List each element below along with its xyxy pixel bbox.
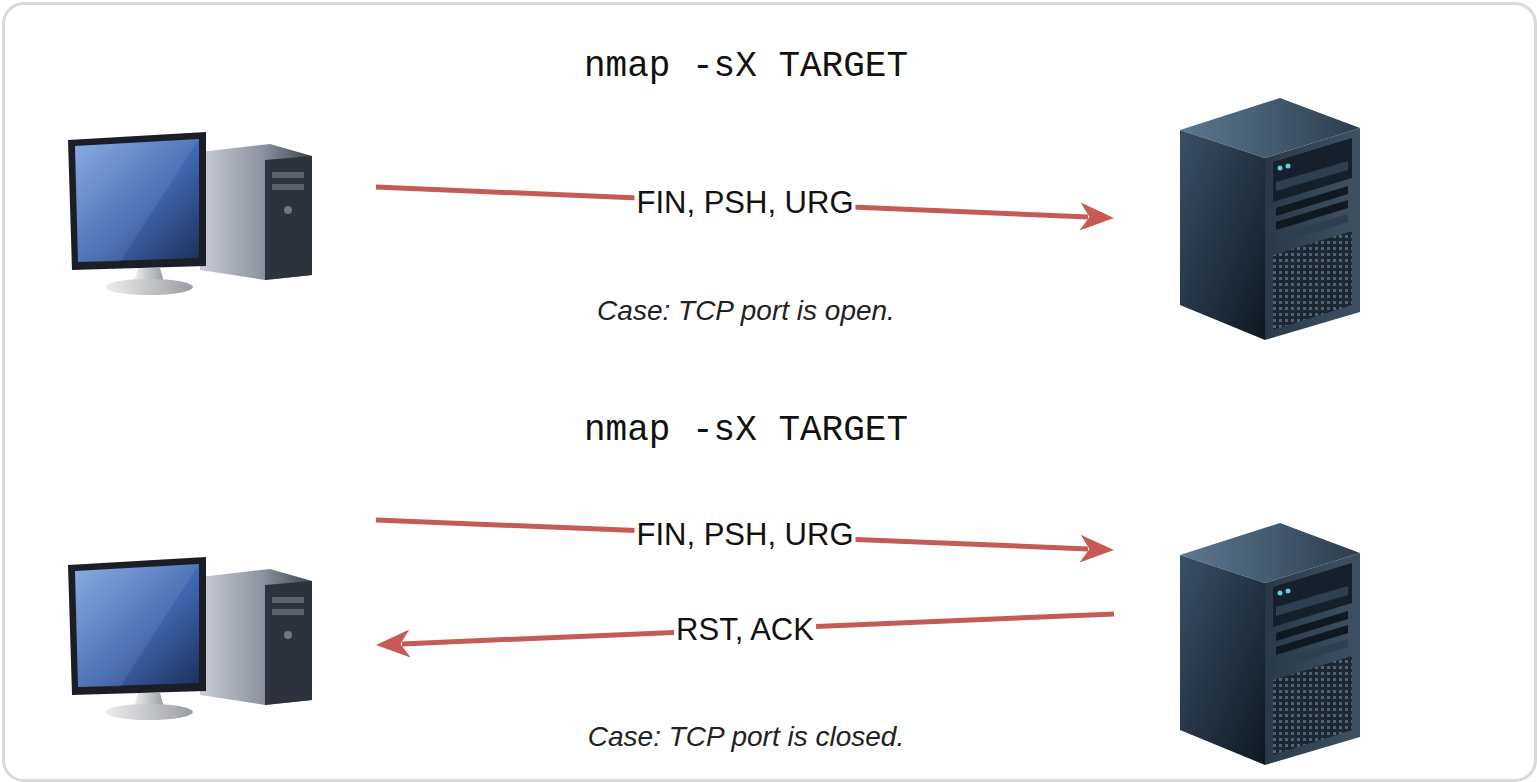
arrow-head [1079,535,1114,563]
edge-label: FIN, PSH, URG [634,185,855,219]
client-computer [60,555,320,725]
desktop-computer-icon [60,130,320,300]
command-text: nmap -sX TARGET [584,410,908,451]
arrow-head [1079,203,1114,231]
arrow-head [376,630,411,658]
desktop-computer-icon [60,555,320,725]
case-caption: Case: TCP port is closed. [588,721,904,753]
command-text: nmap -sX TARGET [584,46,908,87]
edge-label: FIN, PSH, URG [634,518,855,552]
client-computer [60,130,320,300]
case-caption: Case: TCP port is open. [597,295,895,327]
server-tower-icon [1170,515,1370,770]
target-server [1170,515,1370,770]
server-tower-icon [1170,90,1370,345]
target-server [1170,90,1370,345]
edge-label: RST, ACK [674,612,816,646]
